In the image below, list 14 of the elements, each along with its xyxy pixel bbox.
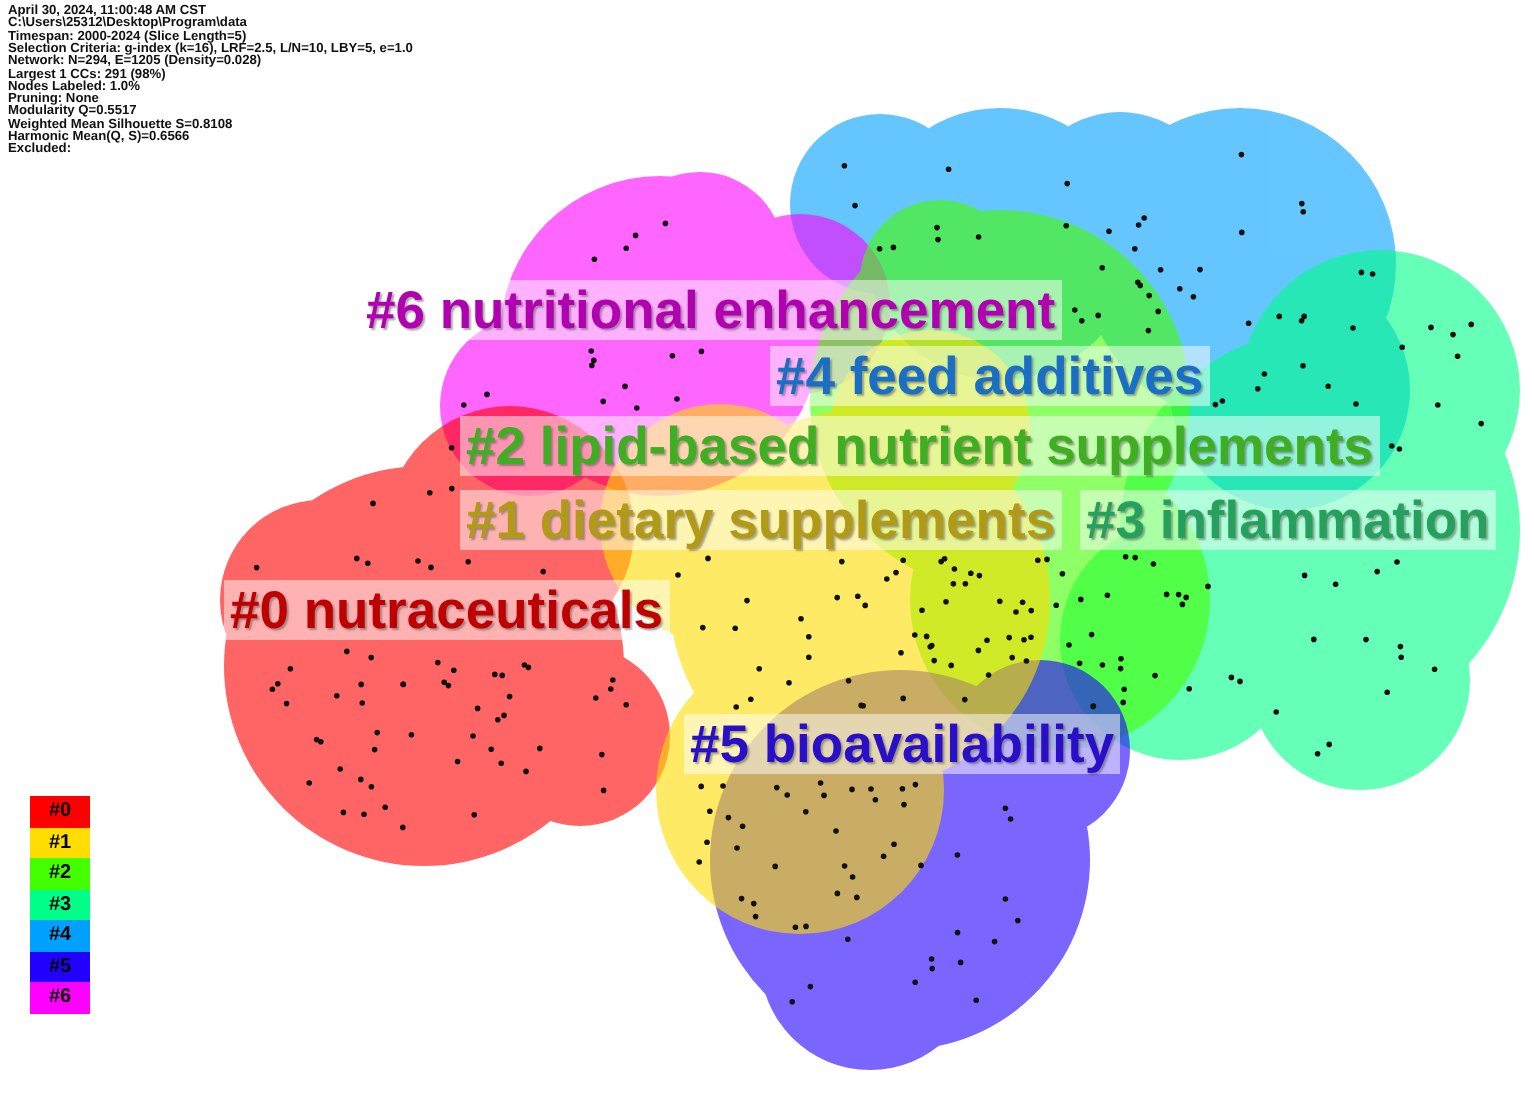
legend-key: #1 [30, 827, 90, 858]
cluster-label: #4 feed additives [770, 346, 1210, 406]
cluster-label: #5 bioavailability [684, 714, 1121, 774]
legend-key: #3 [30, 889, 90, 920]
legend-key: #5 [30, 951, 90, 982]
cluster-label: #6 nutritional enhancement [360, 280, 1062, 340]
cluster-label: #3 inflammation [1080, 490, 1496, 550]
legend-key: #2 [30, 858, 90, 889]
cluster-label: #2 lipid-based nutrient supplements [460, 416, 1380, 476]
cluster-label: #0 nutraceuticals [224, 580, 670, 640]
legend-key: #0 [30, 796, 90, 827]
legend-key: #6 [30, 982, 90, 1013]
cluster-label: #1 dietary supplements [460, 490, 1062, 550]
legend-key: #4 [30, 920, 90, 951]
